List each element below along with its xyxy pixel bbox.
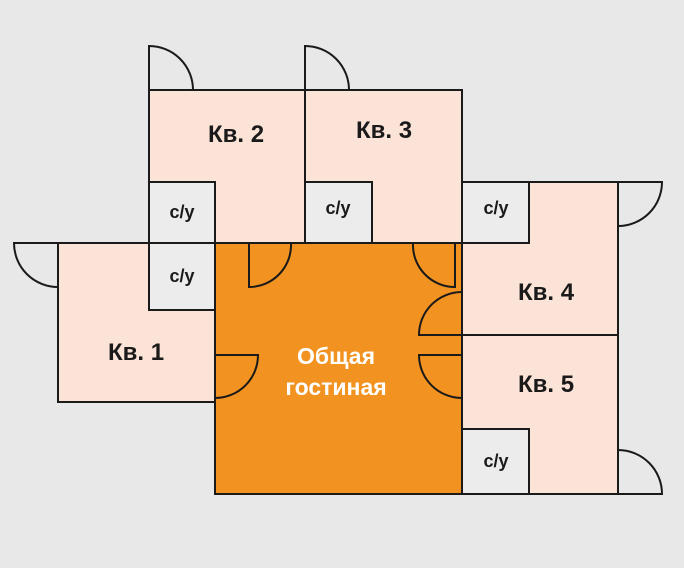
bathroom-1-label: с/у: [169, 266, 194, 286]
common-room-label-line1: Общая: [297, 343, 375, 369]
door-apartment-3-to-common: [411, 242, 456, 289]
bathroom-4-label: с/у: [483, 198, 508, 218]
door-apartment-1-entrance: [12, 242, 59, 288]
door-apartment-5-entrance: [617, 449, 664, 495]
apartment-4-label: Кв. 4: [518, 279, 575, 306]
bathroom-3-label: с/у: [325, 198, 350, 218]
door-apartment-4-to-common: [417, 291, 463, 336]
door-apartment-3-entrance: [304, 44, 350, 91]
door-apartment-1-to-common: [214, 354, 260, 399]
apartment-3-label: Кв. 3: [356, 117, 412, 144]
apartment-1-label: Кв. 1: [108, 339, 164, 366]
door-apartment-2-entrance: [148, 44, 194, 91]
bathroom-apartment-5: [461, 428, 530, 495]
door-apartment-2-to-common: [248, 242, 293, 289]
bathroom-apartment-4: [461, 181, 530, 244]
apartment-5-label: Кв. 5: [518, 371, 574, 398]
door-apartment-5-to-common: [417, 354, 463, 399]
bathroom-2-label: с/у: [169, 202, 194, 222]
apartment-2-label: Кв. 2: [208, 121, 264, 148]
bathroom-apartment-3: [304, 181, 373, 244]
bathroom-apartment-1: [148, 242, 216, 311]
door-apartment-4-entrance: [617, 181, 664, 227]
common-room-label-line2: гостиная: [285, 374, 386, 400]
bathroom-5-label: с/у: [483, 451, 508, 471]
